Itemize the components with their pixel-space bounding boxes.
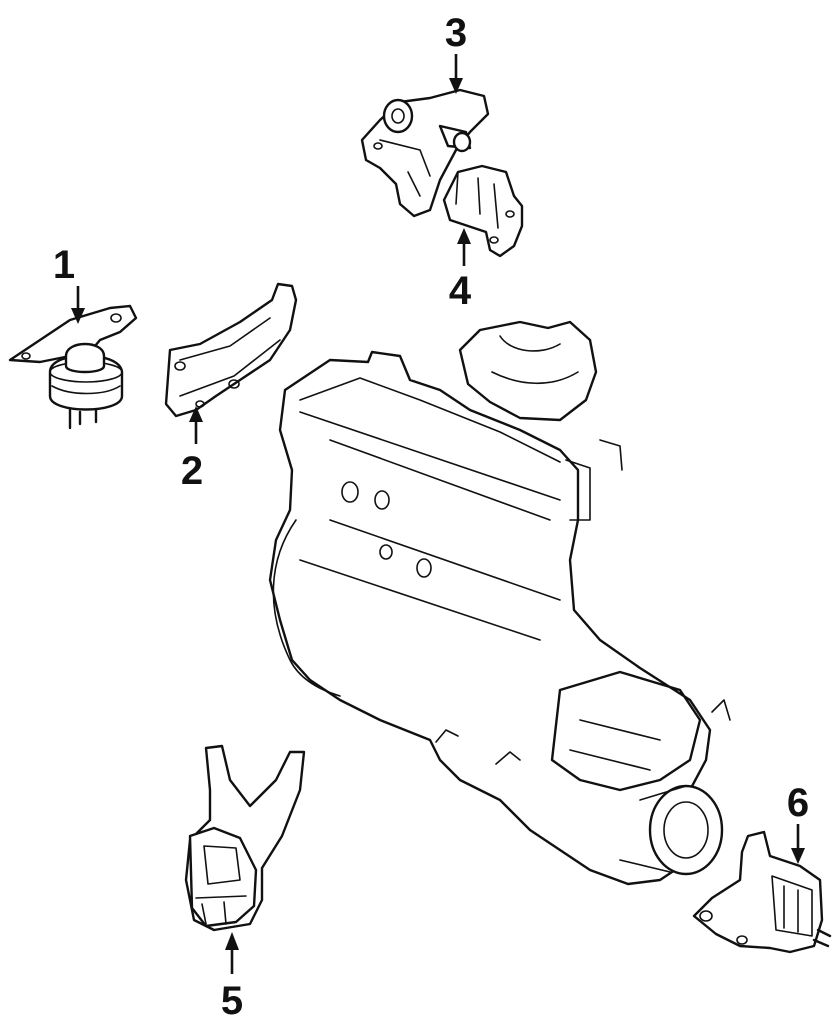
callout-3: 3 [445,11,467,94]
callout-4-number: 4 [449,269,472,313]
callout-5: 5 [221,932,243,1023]
callout-3-number: 3 [445,11,467,55]
callout-1: 1 [53,243,85,324]
part-5-lower-mount [184,744,306,932]
callout-2-number: 2 [181,449,203,493]
part-4-mount-insulator [442,164,524,258]
callout-2: 2 [181,406,203,493]
part-6-transaxle-mount [692,830,832,954]
part-3-upper-mount [360,88,490,218]
engine-transaxle-assembly [268,320,731,886]
part-1-engine-mount [8,304,138,430]
callout-1-number: 1 [53,243,75,287]
callout-4: 4 [449,228,472,313]
callout-5-number: 5 [221,979,243,1023]
callout-6: 6 [787,781,809,864]
callout-6-number: 6 [787,781,809,825]
part-2-mount-bracket [164,282,298,418]
